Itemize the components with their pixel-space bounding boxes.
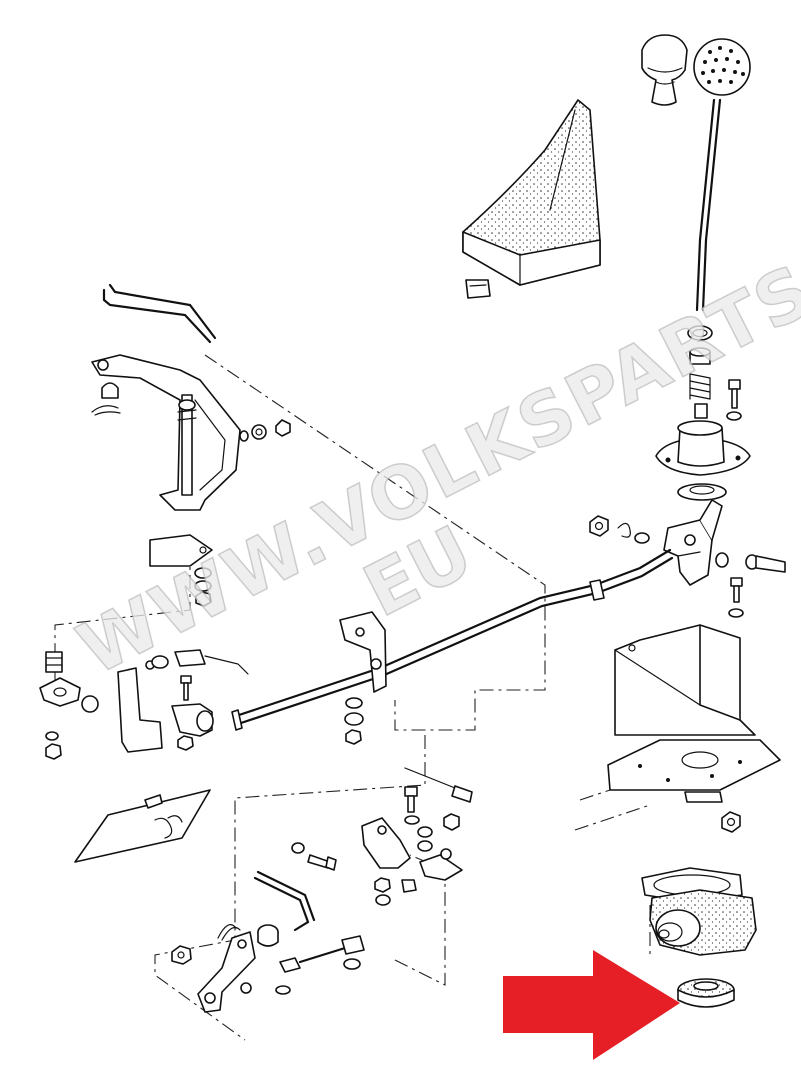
lever-bushing	[689, 347, 711, 365]
bracket-cotter-pin	[91, 405, 121, 416]
lever-snap-ring	[687, 325, 713, 341]
shift-rod-end	[231, 709, 243, 731]
linkage-rod	[279, 935, 365, 973]
coupling-nut	[589, 515, 609, 537]
boot-clip	[465, 279, 491, 299]
rubber-spring-bushing	[45, 651, 63, 673]
lever-arm-nut	[177, 735, 194, 751]
linkage-washer	[343, 958, 361, 970]
left-washers	[194, 567, 212, 607]
cable-end-link	[174, 649, 249, 675]
lower-shift-rod	[253, 870, 316, 932]
coupling-spring-clip	[617, 522, 631, 538]
clamp-bolt	[180, 675, 192, 701]
shift-lever-base-plate	[607, 739, 781, 803]
lever-stop-pin	[694, 403, 708, 419]
bracket-gasket-plate	[149, 534, 213, 567]
gear-shift-lever	[695, 98, 722, 312]
small-lever-bolt	[291, 842, 337, 871]
shift-boot	[462, 99, 601, 286]
left-nuts	[45, 731, 62, 760]
side-washer	[715, 552, 729, 568]
shift-lever-housing	[655, 420, 751, 476]
rod-clamp	[171, 703, 214, 737]
lower-washer	[275, 985, 291, 995]
ball-socket-end	[39, 677, 99, 713]
floor-cover-plate	[74, 789, 211, 863]
rubber-housing-boot	[641, 867, 757, 956]
lever-spring	[689, 373, 711, 400]
main-shift-rod	[234, 548, 674, 726]
small-nuts	[374, 877, 417, 906]
lower-washer-stack	[404, 813, 460, 852]
housing-rubber-seal	[677, 483, 727, 501]
shift-lever-arm	[117, 655, 169, 753]
coupling-bolt	[745, 554, 786, 573]
shift-rod-coupling	[663, 499, 723, 586]
base-plate-nut	[721, 811, 741, 833]
lower-bolt	[404, 786, 418, 813]
tunnel-bolt	[728, 577, 744, 618]
lower-flange-nut	[171, 945, 192, 965]
shift-cable-end	[404, 767, 473, 803]
rod-guide-bracket	[339, 611, 387, 693]
round-rubber-grommet	[677, 978, 735, 1008]
red-highlight-arrow	[503, 950, 680, 1060]
gear-knob-golf-ball	[693, 38, 751, 96]
lower-selector-lever	[197, 931, 256, 1013]
gear-knob-smooth	[641, 34, 688, 106]
gear-selector-bracket	[361, 817, 463, 881]
lower-cotter-pin	[217, 924, 241, 941]
upper-shift-rod	[102, 283, 217, 344]
bracket-washers	[344, 697, 364, 745]
selector-lever-bracket	[91, 354, 241, 511]
side-bolt	[726, 379, 742, 421]
tunnel-cover	[614, 624, 756, 736]
lower-rubber-bushing	[257, 924, 279, 947]
bracket-fasteners	[239, 419, 291, 442]
coupling-washer	[634, 532, 650, 544]
bracket-rubber-pad	[101, 382, 119, 399]
